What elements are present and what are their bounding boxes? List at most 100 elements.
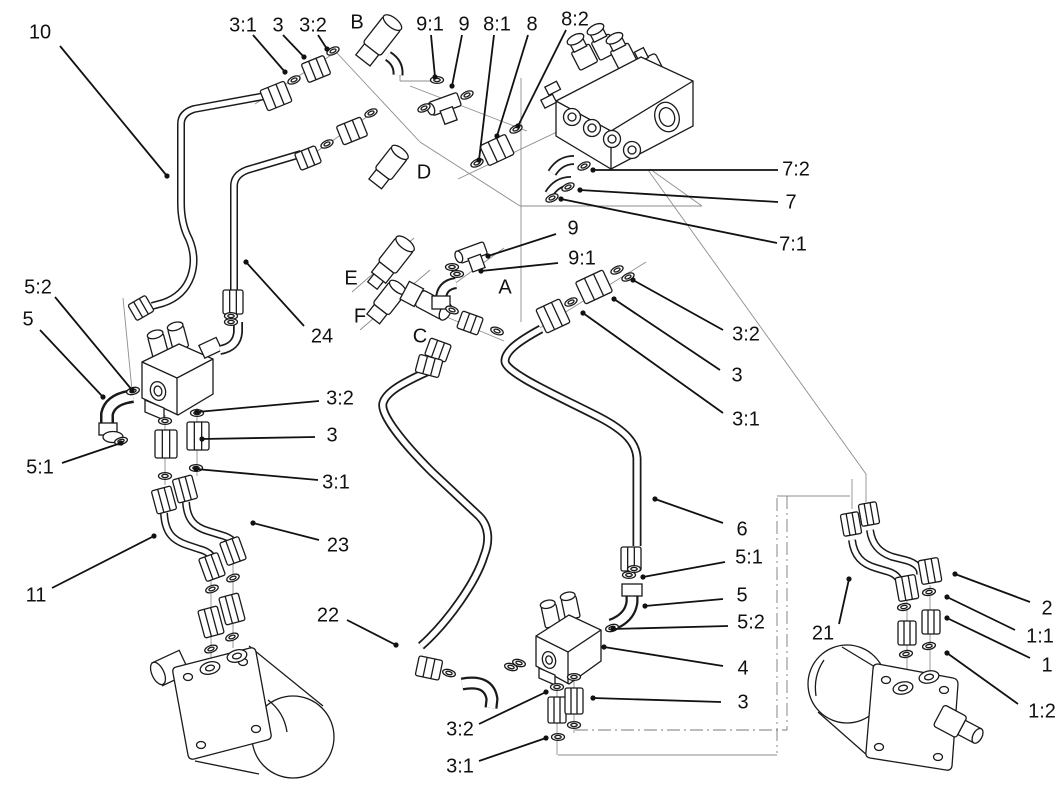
oring-washer [545,193,559,203]
tube-coupling [198,552,226,582]
tube-coupling [414,655,444,681]
leader-line [603,646,724,667]
leader-line [252,34,286,73]
leader-line [59,45,168,177]
callout-3:1: 3:1 [446,735,549,777]
tube-couplings [127,55,943,724]
left-valve-block [141,321,223,421]
callout-text: 7 [785,191,796,213]
tube-coupling [172,474,198,504]
leader-dot [580,310,586,316]
oring-washer [204,644,218,654]
tube-coupling [154,429,178,459]
callout-text: 8:1 [483,13,511,35]
leader-line [954,573,1031,603]
hose-6-inner [502,326,640,546]
oring-washer [626,564,642,574]
callout-3: 3 [611,296,743,386]
callout-text: 5:2 [737,611,765,633]
callout-text: 3:1 [322,471,350,493]
callout-text: 3 [737,691,748,713]
callout-9:1: 9:1 [416,13,444,80]
callout-text: 3 [272,14,283,36]
callout-3: 3 [272,14,307,60]
callout-3:2: 3:2 [299,14,330,52]
callout-text: 24 [311,325,333,347]
callout-D: D [417,161,431,183]
tube-coupling [414,354,444,378]
callout-text: 3:1 [229,14,257,36]
callout-text: 1:1 [1026,625,1054,647]
callout-8:2: 8:2 [515,8,589,129]
leader-line [946,652,1019,705]
oring-washer [549,682,565,692]
oring-washer [364,108,378,118]
leader-dot [243,259,249,265]
callout-text: 8 [526,13,537,35]
callout-3:1: 3:1 [580,310,760,430]
tube-coupling [197,605,225,639]
oring-washer [444,262,460,272]
tube-coupling [222,289,244,315]
callout-3:2: 3:2 [446,689,549,740]
leader-line [478,691,547,725]
leader-dot [194,409,200,415]
leader-line [642,561,726,578]
callout-11: 11 [26,533,157,606]
tee-fitting-9-mid [454,241,488,273]
callout-text: 7:2 [782,158,810,180]
callout-C: C [413,325,427,347]
oring-washer [225,632,239,642]
leader-dot [100,394,106,400]
leader-dot [652,496,658,502]
leader-dot [590,695,596,701]
callout-24: 24 [243,259,333,347]
mid-valve-block [535,591,602,686]
leader-line [478,34,495,161]
callout-9: 9 [449,13,470,89]
callout-text: 9 [458,13,469,35]
hoses-and-tubes [150,92,925,650]
leader-line [480,262,559,272]
callout-text: 9 [567,217,578,239]
leader-line [51,535,155,589]
elbow-fitting-5-mid [608,583,643,632]
callout-1:1: 1:1 [944,594,1054,647]
oring-washer [287,75,301,85]
callout-text: E [344,267,357,289]
callout-text: 2 [1041,597,1052,619]
leader-line [195,468,319,481]
phantom-line [647,169,867,475]
callout-7: 7 [577,187,797,213]
hose-end-fitting-D [368,144,409,190]
tube-coupling [575,269,613,305]
tube-coupling [894,574,920,602]
tube-coupling [294,145,322,171]
callout-text: 5:1 [26,456,54,478]
callout-text: 1 [1041,654,1052,676]
oring-washer [921,641,937,651]
oring-washer [445,305,459,315]
leader-dot [543,735,549,741]
hose-end-fitting-F [366,279,407,325]
leader-line [487,233,557,257]
callout-3: 3 [199,424,338,446]
phantom-line [409,85,528,132]
oring-washer [566,672,582,682]
callout-text: 9:1 [568,247,596,269]
leader-line [252,522,320,541]
leader-dot [944,594,950,600]
leader-dot [577,187,583,193]
leader-line [592,697,722,703]
leader-line [613,298,721,371]
leader-dot [558,196,564,202]
callout-2: 2 [952,571,1053,619]
callout-1:2: 1:2 [944,650,1056,722]
leader-line [39,329,104,398]
callout-8: 8 [494,13,538,139]
callout-text: 3:1 [732,408,760,430]
callout-A: A [498,276,512,298]
callout-5:1: 5:1 [640,546,763,580]
oring-washer [449,269,465,279]
leader-line [560,198,778,244]
